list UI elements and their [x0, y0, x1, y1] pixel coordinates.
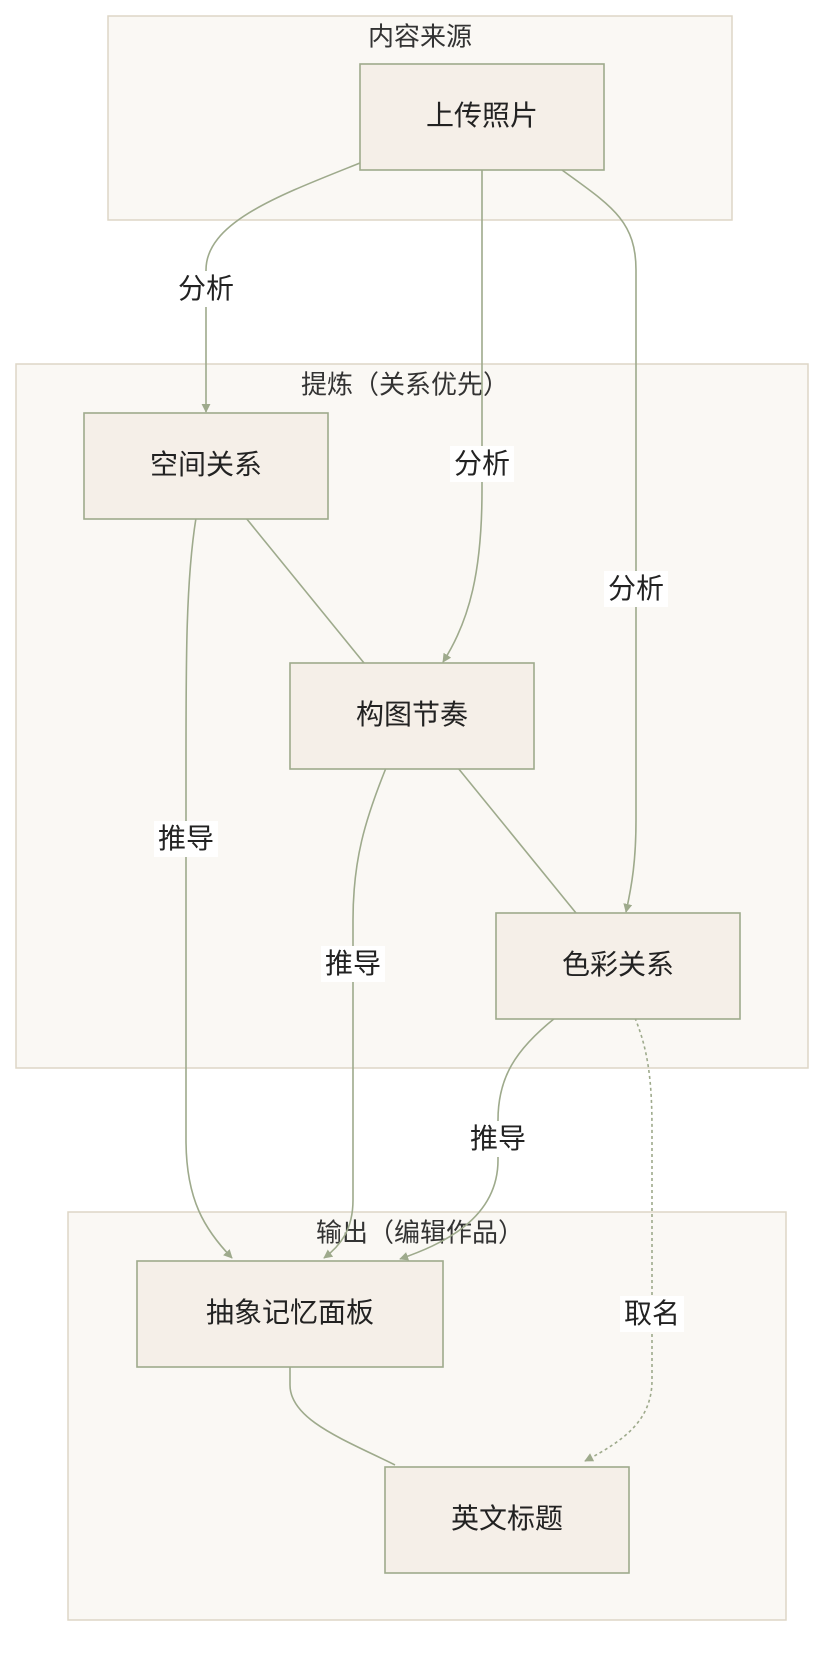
node-rhythm-label: 构图节奏	[356, 698, 468, 731]
edge-label-upload-spatial: 分析	[178, 272, 234, 305]
edge-label-color-panel: 推导	[470, 1122, 526, 1155]
node-title-label: 英文标题	[451, 1502, 563, 1535]
edge-rhythm-color	[457, 767, 577, 914]
node-upload: 上传照片	[359, 63, 605, 171]
edge-upload-rhythm	[442, 170, 483, 663]
edge-spatial-panel	[185, 517, 233, 1259]
node-color-label: 色彩关系	[562, 948, 674, 981]
edge-color-title	[584, 1017, 653, 1462]
cluster-refine-label: 提炼（关系优先）	[301, 371, 509, 401]
edge-spatial-rhythm	[245, 517, 365, 664]
cluster-output-label: 输出（编辑作品）	[316, 1219, 524, 1249]
edge-label-color-title: 取名	[624, 1297, 680, 1330]
edge-label-upload-rhythm: 分析	[454, 447, 510, 480]
node-upload-label: 上传照片	[426, 99, 538, 132]
node-spatial-label: 空间关系	[150, 448, 262, 481]
edge-label-rhythm-panel: 推导	[325, 947, 381, 980]
cluster-source-label: 内容来源	[368, 23, 472, 53]
node-panel: 抽象记忆面板	[136, 1260, 444, 1368]
edge-rhythm-panel	[323, 767, 387, 1259]
edge-panel-title	[289, 1367, 396, 1466]
edge-upload-color	[561, 169, 637, 913]
edges	[185, 162, 653, 1466]
node-panel-label: 抽象记忆面板	[206, 1296, 374, 1329]
node-title: 英文标题	[384, 1466, 630, 1574]
edge-upload-spatial	[201, 162, 361, 413]
node-color: 色彩关系	[495, 912, 741, 1020]
edge-labels: 分析 分析 分析 推导 推导 推导 取名	[154, 271, 684, 1332]
node-rhythm: 构图节奏	[289, 662, 535, 770]
edge-color-panel	[399, 1017, 556, 1261]
edge-label-upload-color: 分析	[608, 572, 664, 605]
edge-label-spatial-panel: 推导	[158, 822, 214, 855]
node-spatial: 空间关系	[83, 412, 329, 520]
